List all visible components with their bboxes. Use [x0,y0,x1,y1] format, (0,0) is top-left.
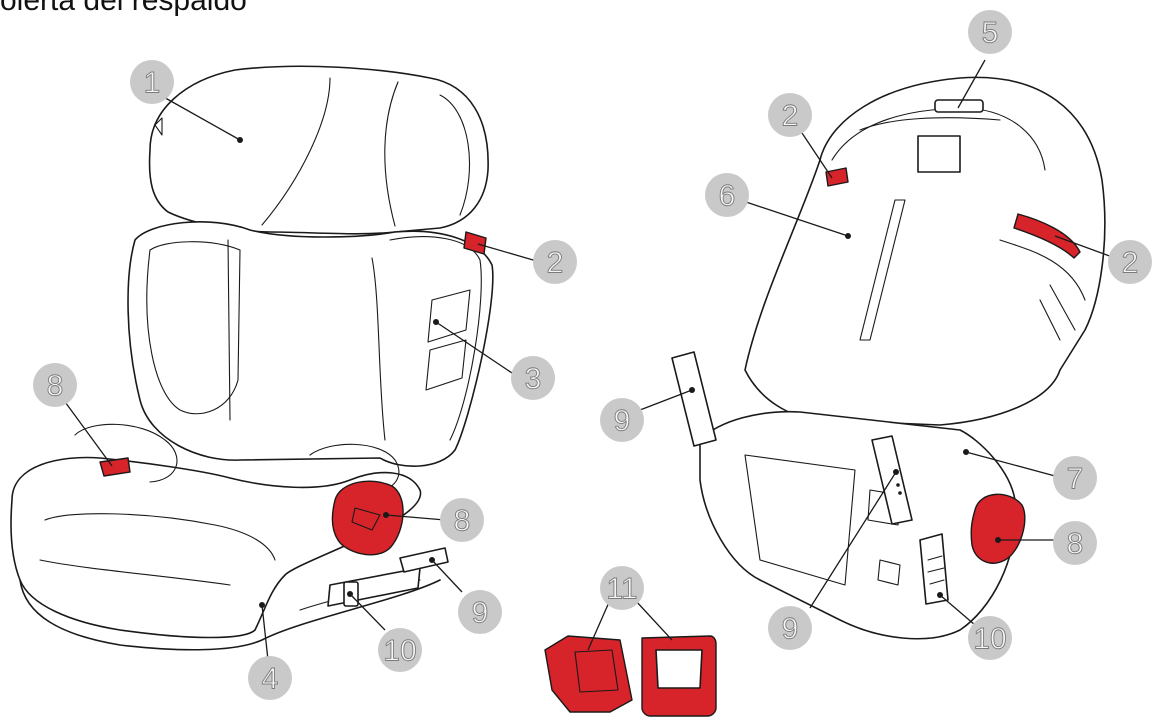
leader-lines [59,59,1116,661]
belt-guide-right-red [463,231,487,255]
svg-text:8: 8 [1067,528,1084,561]
isofix-arm-center [871,435,913,525]
rear-backrest [744,76,1106,426]
svg-text:2: 2 [1122,247,1139,280]
caption-text: oierta del respaldo [0,0,247,17]
backrest [127,221,494,467]
callout-9-rear-center: 9 [768,606,812,650]
part-11-clips [544,635,717,717]
svg-text:4: 4 [262,663,279,696]
callout-5: 5 [968,10,1012,54]
armrest-part-red [331,480,404,556]
rear-belt-guide-right-red [1013,213,1081,259]
callout-1: 1 [130,60,174,104]
svg-text:2: 2 [547,247,564,280]
svg-text:11: 11 [606,573,637,606]
callout-2-rear-left: 2 [768,93,812,137]
svg-text:8: 8 [454,505,471,538]
svg-text:8: 8 [47,370,64,403]
callout-8-front-left: 8 [33,363,77,407]
svg-text:9: 9 [614,405,631,438]
svg-text:6: 6 [719,180,736,213]
svg-text:10: 10 [973,623,1006,656]
isofix-arm-left [671,351,717,447]
belt-guide-left-red [99,457,131,477]
svg-text:5: 5 [982,17,999,50]
callout-3: 3 [511,356,555,400]
front-view-seat [10,65,494,651]
callout-9-rear-left: 9 [600,398,644,442]
callout-8-rear: 8 [1053,521,1097,565]
svg-text:7: 7 [1067,463,1084,496]
callout-9-front: 9 [458,590,502,634]
callout-8-front-right: 8 [440,498,484,542]
callout-6: 6 [705,173,749,217]
callout-10-front: 10 [378,628,422,672]
svg-text:9: 9 [782,613,799,646]
svg-text:3: 3 [525,363,542,396]
callout-10-rear: 10 [968,616,1012,660]
svg-text:2: 2 [782,100,799,133]
svg-text:10: 10 [383,635,416,668]
callout-2-rear-right: 2 [1108,240,1152,284]
callout-2-front: 2 [533,240,577,284]
headrest [148,65,489,235]
rear-view-seat [671,76,1106,640]
svg-text:9: 9 [472,597,489,630]
clip-side-red [544,635,633,713]
callout-7: 7 [1053,456,1097,500]
callout-11: 11 [600,566,644,610]
rear-belt-guide-left-red [825,167,849,187]
callout-4: 4 [248,656,292,700]
svg-text:1: 1 [144,67,161,100]
rear-base [699,410,1017,640]
rear-armrest-part-red [970,493,1026,564]
